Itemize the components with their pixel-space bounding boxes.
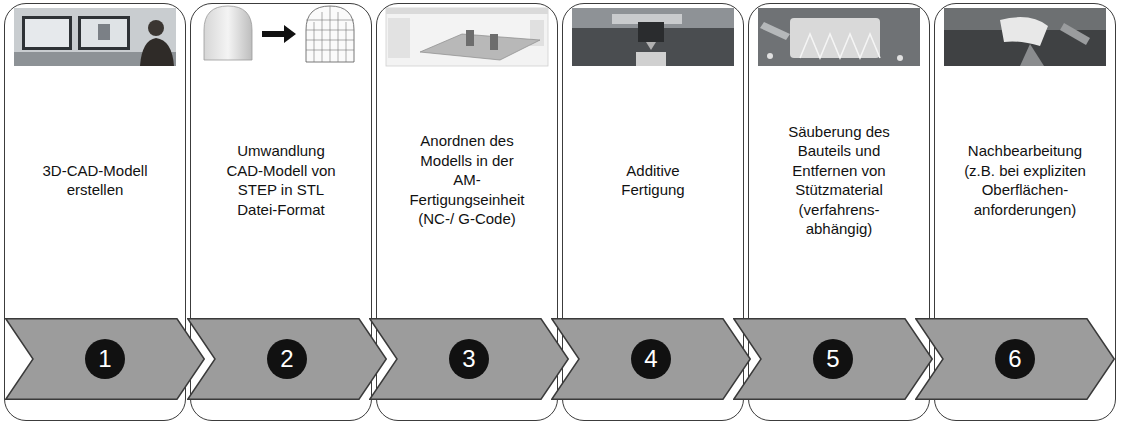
step-chevron: 6 (915, 318, 1115, 400)
part-model (466, 30, 474, 46)
photo-ground (758, 8, 920, 66)
print-head (638, 22, 664, 42)
person-head (148, 20, 164, 36)
step-description: Anordnen des Modells in der AM- Fertigun… (406, 131, 528, 229)
monitor-screen (81, 19, 127, 47)
build-plate (420, 34, 540, 60)
part-model (490, 34, 498, 50)
step-number: 1 (5, 318, 205, 400)
step-chevron: 1 (5, 318, 205, 400)
step-number: 3 (369, 318, 569, 400)
step-number: 5 (733, 318, 933, 400)
convert-arrow (262, 25, 296, 43)
step-description: Säuberung des Bauteils und Entfernen von… (782, 122, 897, 239)
photo-ground (944, 8, 1106, 66)
chevron-arrow (552, 319, 751, 400)
cad-photo (14, 8, 176, 66)
part-body (790, 18, 880, 58)
finishing-photo (944, 8, 1106, 66)
stl-conversion (204, 6, 354, 62)
photo-ground (14, 8, 176, 66)
cad-part (98, 24, 110, 40)
screen-ground (386, 8, 548, 66)
mesh-lines (306, 6, 354, 62)
pliers (760, 22, 790, 40)
nozzle (646, 42, 656, 50)
step-chevron: 5 (733, 318, 933, 400)
photo-ground (572, 8, 734, 66)
mesh-dome (306, 6, 354, 62)
step-description: Nachbearbeitung (z.B. bei expliziten Obe… (958, 141, 1093, 219)
toolbar (386, 8, 548, 14)
step-description: Additive Fertigung (603, 161, 703, 200)
step-chevron: 4 (551, 318, 751, 400)
chip (897, 55, 903, 61)
step-number: 6 (915, 318, 1115, 400)
step-description: 3D-CAD-Modell erstellen (20, 161, 170, 200)
chevron-arrow (370, 319, 569, 400)
monitor-screen (25, 19, 69, 47)
step-description: Umwandlung CAD-Modell von STEP in STL Da… (221, 141, 341, 219)
step-chevron: 2 (187, 318, 387, 400)
step-number: 4 (551, 318, 751, 400)
step-number: 2 (187, 318, 387, 400)
monitor (22, 16, 72, 50)
tool (1060, 23, 1090, 45)
support-lattice (800, 34, 880, 58)
printed-part (636, 52, 666, 66)
chip (767, 53, 773, 59)
solid-dome (204, 6, 252, 60)
monitor (78, 16, 130, 50)
chevron-arrow (916, 319, 1115, 400)
side-panel (388, 18, 410, 58)
hand (1020, 44, 1044, 66)
chevron-arrow (734, 319, 933, 400)
support-photo (758, 8, 920, 66)
slicer-screen (386, 8, 548, 66)
person-body (140, 38, 174, 66)
chevron-arrow (6, 319, 205, 400)
chevron-arrow (188, 319, 387, 400)
printer-photo (572, 8, 734, 66)
white-part (1000, 17, 1048, 46)
step-chevron: 3 (369, 318, 569, 400)
